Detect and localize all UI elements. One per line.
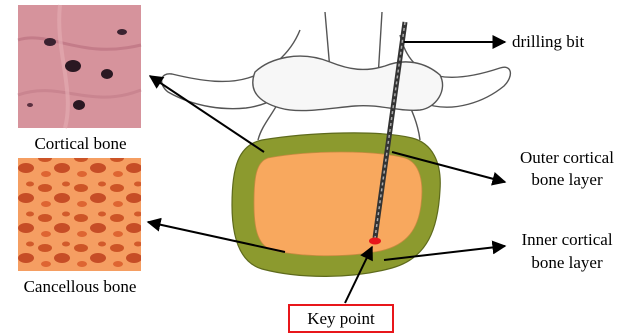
cancellous-core <box>254 152 422 256</box>
cortical-bone-micrograph <box>18 5 141 128</box>
inner-cortical-label-line2: bone layer <box>506 253 628 273</box>
cortical-bone-label: Cortical bone <box>8 134 153 154</box>
outer-cortical-label-line2: bone layer <box>506 170 628 190</box>
key-point-label: Key point <box>307 309 375 329</box>
vertebra-outline <box>162 12 511 140</box>
inner-cortical-label-line1: Inner cortical <box>506 230 628 250</box>
cancellous-bone-label: Cancellous bone <box>0 277 160 297</box>
cancellous-bone-micrograph <box>18 158 141 271</box>
key-point-box: Key point <box>288 304 394 333</box>
outer-cortical-label-line1: Outer cortical <box>506 148 628 168</box>
drilling-bit-label: drilling bit <box>512 32 584 52</box>
key-point-marker <box>369 238 381 245</box>
